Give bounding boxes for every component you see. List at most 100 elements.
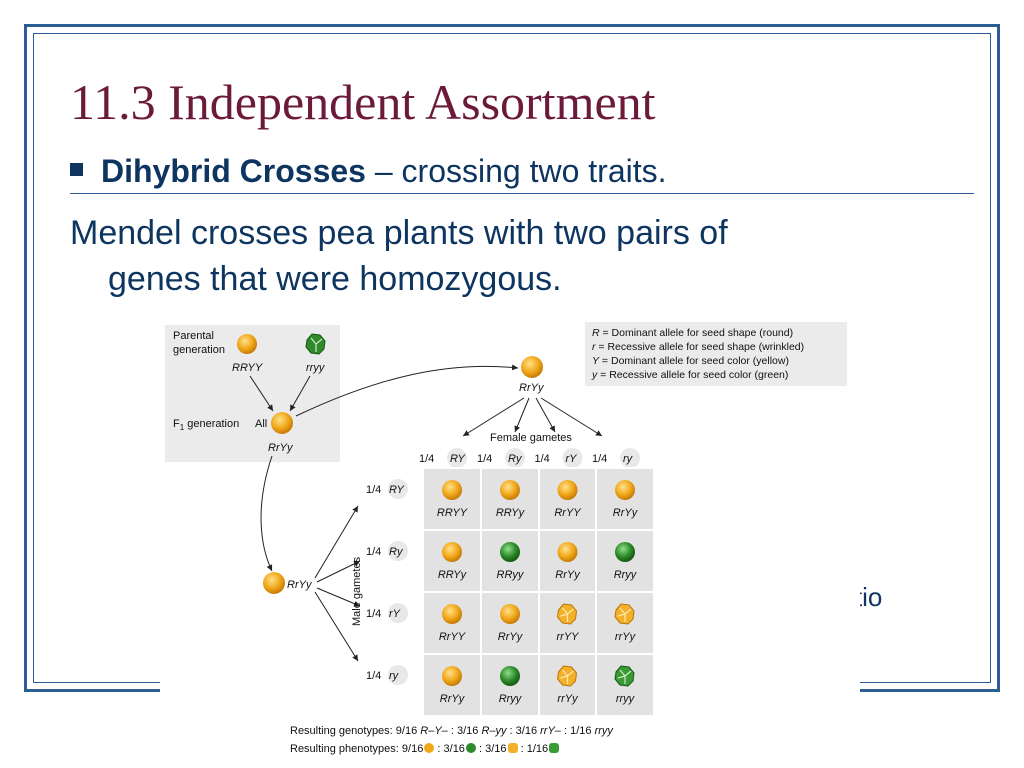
punnett-cell: RRYY <box>437 480 468 519</box>
wrinkled-yellow-seed-icon <box>614 603 635 625</box>
round-green-seed-icon <box>465 743 476 753</box>
parent2-arrow <box>289 375 311 412</box>
male-gamete-fraction: 1/4 <box>366 608 381 620</box>
cell-genotype: RRYY <box>437 507 468 519</box>
round-yellow-seed-icon <box>557 542 578 562</box>
genotype-fraction: 3/16 <box>515 725 541 737</box>
f1-all-label: All <box>255 418 267 430</box>
male-gametes-label: Male gametes <box>351 556 363 626</box>
cell-genotype: Rryy <box>499 693 523 705</box>
cell-genotype: rryy <box>616 693 636 705</box>
punnett-cell: RrYy <box>498 604 524 643</box>
legend-row: R = Dominant allele for seed shape (roun… <box>592 327 793 339</box>
genotype-class: R–Y– <box>420 725 448 737</box>
wrinkled-yellow-seed-icon <box>556 665 578 687</box>
round-yellow-seed-icon <box>500 604 520 624</box>
cell-genotype: RrYY <box>439 631 466 643</box>
round-yellow-seed-icon <box>442 666 462 686</box>
dihybrid-cross-diagram: Parental generation RRYY rryy F1 generat… <box>160 316 860 768</box>
punnett-cell: RrYy <box>555 542 581 581</box>
bullet-bold-term: Dihybrid Crosses <box>101 153 366 189</box>
parent2-genotype: rryy <box>306 362 326 374</box>
round-yellow-seed-icon <box>557 480 578 500</box>
bullet-description: – crossing two traits. <box>365 153 667 189</box>
phenotypes-label: Resulting phenotypes: <box>290 743 399 755</box>
female-parent-seed-icon <box>521 356 543 378</box>
female-gamete-fraction: 1/4 <box>477 453 492 465</box>
cell-genotype: RrYy <box>555 569 581 581</box>
male-gamete-arrow-2 <box>316 560 361 583</box>
resulting-genotypes: Resulting genotypes: 9/16 R–Y– : 3/16 R–… <box>290 722 613 740</box>
genotype-fraction: 9/16 <box>395 725 421 737</box>
allele-legend-rows: R = Dominant allele for seed shape (roun… <box>591 327 804 381</box>
results-footer: Resulting genotypes: 9/16 R–Y– : 3/16 R–… <box>290 722 613 758</box>
separator: : <box>506 725 516 737</box>
wrinkled-green-seed-icon <box>614 665 635 687</box>
phenotype-fraction: 3/16 <box>443 743 465 755</box>
wrinkled-yellow-seed-icon <box>556 603 578 625</box>
punnett-cell: RrYY <box>554 480 581 519</box>
body-paragraph: Mendel crosses pea plants with two pairs… <box>70 210 970 302</box>
round-yellow-seed-icon <box>615 480 635 500</box>
square-bullet-icon <box>70 163 83 176</box>
cell-genotype: RRYy <box>438 569 468 581</box>
punnett-cell: rrYY <box>556 603 580 643</box>
cell-genotype: RrYy <box>498 631 524 643</box>
punnett-cell: RrYY <box>439 604 466 643</box>
f1-to-male-arrow <box>260 455 273 572</box>
separator: : <box>560 725 571 737</box>
phenotype-fraction: 3/16 <box>485 743 507 755</box>
round-green-seed-icon <box>615 542 635 562</box>
cell-genotype: RrYY <box>554 507 581 519</box>
cell-genotype: rrYy <box>615 631 637 643</box>
genotype-fraction: 3/16 <box>456 725 482 737</box>
male-parent-genotype: RrYy <box>287 579 313 591</box>
legend-row: r = Recessive allele for seed shape (wri… <box>592 341 804 353</box>
punnett-cell: Rryy <box>614 542 638 581</box>
parental-label-2: generation <box>173 344 225 356</box>
round-yellow-seed-icon <box>500 480 520 500</box>
female-gamete-fraction: 1/4 <box>535 453 550 465</box>
f1-genotype: RrYy <box>268 442 294 454</box>
genotypes-label: Resulting genotypes: <box>290 725 393 737</box>
genotype-class: rryy <box>594 725 613 737</box>
female-gamete: rY <box>566 453 578 465</box>
genotype-list: 9/16 R–Y– : 3/16 R–yy : 3/16 rrY– : 1/16… <box>396 725 613 737</box>
cross-diagram-svg: Parental generation RRYY rryy F1 generat… <box>165 322 847 716</box>
cell-genotype: Rryy <box>614 569 638 581</box>
body-line-2: genes that were homozygous. <box>108 260 562 298</box>
bullet-item: Dihybrid Crosses – crossing two traits. <box>70 150 667 192</box>
f1-seed-icon <box>271 412 293 434</box>
male-gamete: RY <box>389 484 405 496</box>
cell-genotype: rrYY <box>557 631 580 643</box>
round-yellow-seed-icon <box>442 542 462 562</box>
cell-genotype: RrYy <box>613 507 639 519</box>
male-gamete: rY <box>389 608 401 620</box>
female-gamete-arrow-1 <box>462 397 525 437</box>
male-gamete-fraction: 1/4 <box>366 484 381 496</box>
separator: : <box>434 743 444 755</box>
punnett-cell: rryy <box>614 665 636 705</box>
round-yellow-seed-icon <box>442 604 462 624</box>
male-gamete: ry <box>389 670 400 682</box>
divider-line <box>70 193 974 194</box>
punnett-cell: rrYy <box>556 665 579 705</box>
punnett-cell: RRyy <box>497 542 525 581</box>
wrinkled-green-seed-icon <box>549 743 560 753</box>
punnett-cell: RRYy <box>438 542 468 581</box>
genotype-fraction: 1/16 <box>570 725 595 737</box>
separator: : <box>475 743 486 755</box>
punnett-grid-lines <box>422 467 655 716</box>
round-yellow-seed-icon <box>424 743 435 753</box>
round-green-seed-icon <box>500 666 520 686</box>
phenotype-fraction: 1/16 <box>526 743 549 755</box>
legend-row: y = Recessive allele for seed color (gre… <box>591 369 788 381</box>
wrinkled-yellow-seed-icon <box>507 743 518 753</box>
female-gametes-label: Female gametes <box>490 432 572 444</box>
parental-label-1: Parental <box>173 330 214 342</box>
round-yellow-seed-icon <box>237 334 257 354</box>
punnett-cell: RrYy <box>613 480 639 519</box>
cell-genotype: rrYy <box>557 693 579 705</box>
